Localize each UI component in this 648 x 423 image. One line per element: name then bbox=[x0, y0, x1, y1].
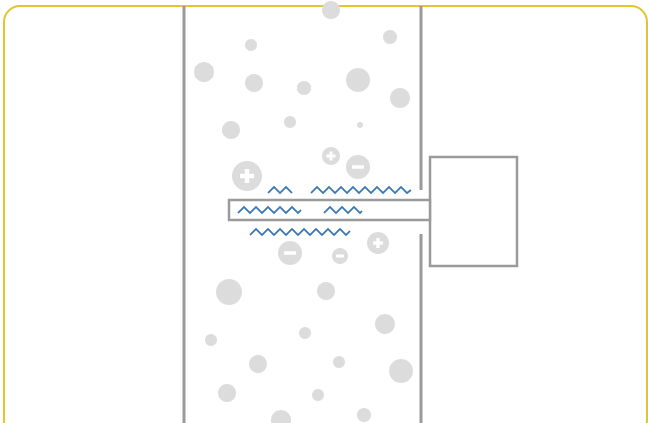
wave-line bbox=[250, 229, 350, 235]
particle bbox=[222, 121, 240, 139]
positive-ion-icon bbox=[232, 161, 262, 191]
negative-ion-icon bbox=[346, 155, 370, 179]
particle bbox=[297, 81, 311, 95]
wave-line bbox=[268, 187, 292, 193]
particle bbox=[333, 356, 345, 368]
particle bbox=[383, 30, 397, 44]
particle bbox=[249, 355, 267, 373]
positive-ion-icon bbox=[367, 232, 389, 254]
particle bbox=[205, 334, 217, 346]
particle bbox=[346, 68, 370, 92]
electrode-housing bbox=[430, 157, 517, 266]
particle bbox=[216, 279, 242, 305]
wave-line bbox=[311, 187, 411, 193]
negative-ion-icon bbox=[332, 248, 348, 264]
particle bbox=[389, 359, 413, 383]
particle bbox=[245, 74, 263, 92]
particle bbox=[357, 408, 371, 422]
particle bbox=[312, 389, 324, 401]
particle bbox=[218, 384, 236, 402]
particle bbox=[194, 62, 214, 82]
particle bbox=[245, 39, 257, 51]
negative-ion-icon bbox=[278, 241, 302, 265]
positive-ion-icon bbox=[322, 147, 340, 165]
particle bbox=[284, 116, 296, 128]
particle bbox=[390, 88, 410, 108]
particle bbox=[317, 282, 335, 300]
particle bbox=[299, 327, 311, 339]
particle bbox=[375, 314, 395, 334]
particle bbox=[357, 122, 363, 128]
particle bbox=[271, 410, 291, 423]
particle bbox=[322, 1, 340, 19]
